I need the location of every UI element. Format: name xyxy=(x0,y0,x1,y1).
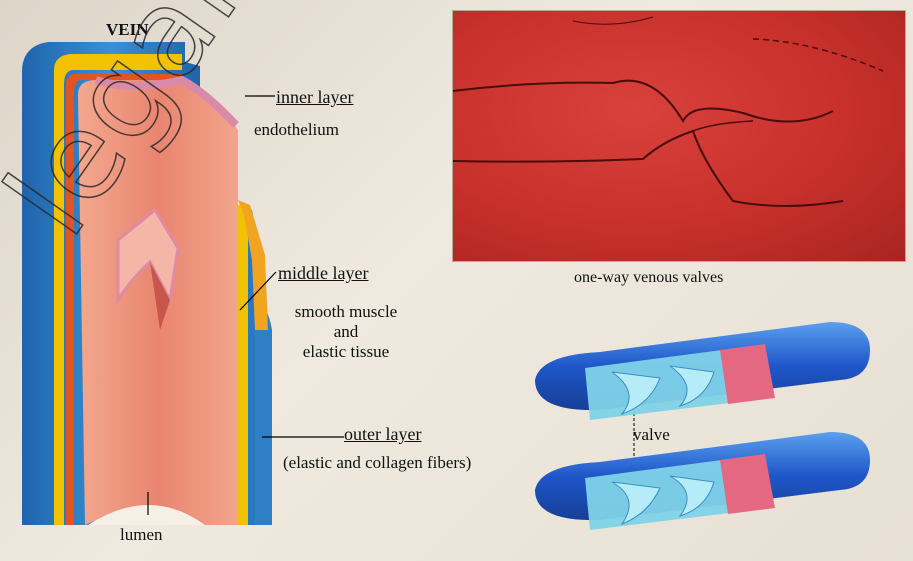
lumen-label: lumen xyxy=(120,525,163,545)
valve-label: valve xyxy=(633,425,670,445)
outer-desc-label: (elastic and collagen fibers) xyxy=(283,453,471,473)
valve-tube-top xyxy=(535,322,870,420)
photo-caption: one-way venous valves xyxy=(574,268,723,288)
middle-desc-2: and xyxy=(276,322,416,342)
outer-layer-label: outer layer xyxy=(344,424,421,444)
inner-layer-label: inner layer xyxy=(276,87,353,107)
valve-tube-bottom xyxy=(535,432,870,530)
outer-layer-right-edge xyxy=(255,300,272,525)
endothelium-label: endothelium xyxy=(254,120,339,140)
vein-title: VEIN xyxy=(106,20,149,40)
middle-desc-3: elastic tissue xyxy=(276,342,416,362)
middle-layer-label: middle layer xyxy=(278,263,368,283)
yellow-layer-right xyxy=(238,205,248,525)
photo-valve-lines xyxy=(453,11,905,261)
venous-valves-photo xyxy=(452,10,906,262)
middle-desc-1: smooth muscle xyxy=(276,302,416,322)
